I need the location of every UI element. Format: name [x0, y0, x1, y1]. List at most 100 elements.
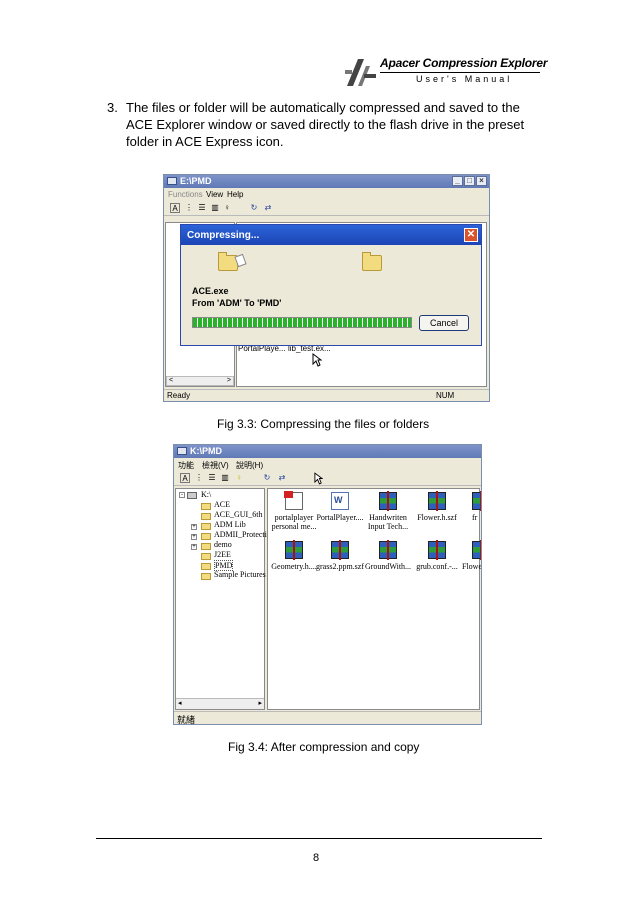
tree-item[interactable]: ADMII_Protecti	[214, 530, 267, 539]
sync-icon[interactable]: ⇄	[278, 473, 286, 482]
folder-icon	[201, 513, 211, 520]
details-view-icon[interactable]: ☰	[198, 203, 206, 212]
archive-icon[interactable]	[379, 491, 397, 511]
maximize-button[interactable]: □	[464, 176, 475, 186]
columns-view-icon[interactable]: ▥	[221, 473, 229, 482]
window-icon	[167, 177, 177, 185]
file-label: fr	[472, 513, 477, 522]
tree-item[interactable]: ADM Lib	[214, 520, 246, 529]
minimize-button[interactable]: _	[452, 176, 463, 186]
file-list-pane: portalplayer personal me... PortalPlayer…	[267, 488, 482, 710]
scroll-left-icon[interactable]: <	[169, 377, 174, 384]
tips-icon[interactable]: ♀	[236, 473, 242, 482]
large-icons-icon[interactable]: A	[170, 203, 180, 213]
archive-icon[interactable]	[285, 540, 303, 560]
dialog-from-to: From 'ADM' To 'PMD'	[192, 298, 282, 308]
brand-title: Apacer Compression Explorer	[380, 56, 548, 70]
menu-help[interactable]: Help	[227, 190, 244, 199]
tree-item[interactable]: ACE_GUI_6th	[214, 510, 263, 519]
list-view-icon[interactable]: ⋮	[185, 203, 193, 212]
file-label-line1: Handwriten	[369, 513, 407, 522]
window-title: K:\PMD	[190, 446, 222, 456]
archive-icon[interactable]	[428, 491, 446, 511]
progress-fill	[193, 318, 411, 327]
folder-icon	[201, 543, 211, 550]
scroll-right-icon[interactable]: >	[226, 377, 231, 384]
progress-bar	[192, 317, 412, 328]
brand-divider	[380, 72, 540, 73]
title-bar: E:\PMD _ □ ×	[164, 175, 489, 188]
menu-functions[interactable]: Functions	[168, 190, 203, 199]
refresh-icon[interactable]: ↻	[263, 473, 271, 482]
file-label: portalplayer personal me...	[269, 513, 319, 531]
cancel-button[interactable]: Cancel	[419, 315, 469, 331]
tips-icon[interactable]: ♀	[224, 203, 230, 212]
step-text: The files or folder will be automaticall…	[126, 100, 525, 149]
menu-functions[interactable]: 功能	[178, 461, 194, 470]
menu-view[interactable]: 檢視(V)	[202, 461, 229, 470]
compressing-dialog: Compressing... ✕ ACE.exe From 'ADM' To '…	[180, 224, 482, 346]
destination-folder-icon	[362, 252, 382, 271]
status-bar: Ready NUM	[164, 389, 489, 401]
dialog-title: Compressing...	[187, 230, 260, 241]
menu-view[interactable]: View	[206, 190, 224, 199]
folder-open-icon	[201, 563, 211, 570]
close-button[interactable]: ×	[476, 176, 487, 186]
toolbar: A ⋮ ☰ ▥ ♀ ↻ ⇄	[174, 471, 481, 486]
tree-item[interactable]: ACE	[214, 500, 230, 509]
file-item[interactable]: lib_test.ex...	[288, 344, 331, 353]
expand-toggle-icon[interactable]: +	[191, 544, 197, 550]
toolbar: A ⋮ ☰ ▥ ♀ ↻ ⇄	[164, 201, 489, 216]
window-title: E:\PMD	[180, 176, 212, 186]
dialog-close-button[interactable]: ✕	[464, 228, 478, 242]
folder-icon	[201, 523, 211, 530]
list-view-icon[interactable]: ⋮	[195, 473, 203, 482]
file-label: PortalPlayer....	[315, 513, 365, 522]
file-label: GroundWith...	[364, 562, 412, 571]
scroll-right-icon[interactable]: ▸	[258, 700, 262, 707]
ace-explorer-window-fig2: K:\PMD 功能 檢視(V) 說明(H) A ⋮ ☰ ▥ ♀ ↻ ⇄ - K:…	[173, 444, 482, 725]
file-label-line1: fr	[472, 513, 478, 522]
pdf-icon[interactable]	[284, 491, 303, 510]
horizontal-scrollbar[interactable]: < >	[166, 376, 234, 386]
word-doc-icon[interactable]	[331, 492, 349, 510]
tree-item-selected[interactable]: PMD	[214, 560, 234, 571]
archive-icon[interactable]	[472, 540, 481, 560]
archive-icon[interactable]	[472, 491, 481, 511]
details-view-icon[interactable]: ☰	[208, 473, 216, 482]
file-label-line1: portalplayer	[274, 513, 314, 522]
dialog-file-name: ACE.exe	[192, 286, 229, 296]
folder-icon	[201, 533, 211, 540]
file-label: grass2.ppm.szf	[316, 562, 364, 571]
page-number: 8	[313, 852, 320, 864]
expand-toggle-icon[interactable]: +	[191, 524, 197, 530]
archive-icon[interactable]	[379, 540, 397, 560]
tree-item[interactable]: J2EE	[214, 550, 231, 559]
columns-view-icon[interactable]: ▥	[211, 203, 219, 212]
menu-help[interactable]: 說明(H)	[236, 461, 264, 470]
sync-icon[interactable]: ⇄	[264, 203, 272, 212]
mouse-cursor-icon	[312, 353, 322, 367]
apacer-logo-icon	[345, 59, 376, 86]
expand-toggle-icon[interactable]: +	[191, 534, 197, 540]
drive-icon	[187, 492, 197, 499]
tree-item[interactable]: demo	[214, 540, 232, 549]
mouse-cursor-icon	[314, 472, 323, 485]
refresh-icon[interactable]: ↻	[250, 203, 258, 212]
horizontal-scrollbar[interactable]: ◂ ▸	[176, 698, 264, 709]
menu-bar: Functions View Help	[164, 189, 489, 200]
file-item[interactable]: PortalPlaye...	[238, 344, 286, 353]
tree-item[interactable]: K:\	[201, 490, 212, 499]
figure-caption-3-4: Fig 3.4: After compression and copy	[228, 740, 420, 754]
large-icons-icon[interactable]: A	[180, 473, 190, 483]
window-icon	[177, 447, 187, 455]
folder-tree-pane: - K:\ ACE ACE_GUI_6th + ADM Lib + ADMII_…	[175, 488, 267, 710]
tree-item[interactable]: Sample Pictures	[214, 570, 266, 579]
collapse-toggle-icon[interactable]: -	[179, 492, 185, 498]
status-bar: 就緒	[174, 711, 481, 724]
scroll-left-icon[interactable]: ◂	[178, 700, 182, 707]
archive-icon[interactable]	[331, 540, 349, 560]
file-label: Flowe	[462, 562, 482, 571]
folder-icon	[201, 573, 211, 580]
archive-icon[interactable]	[428, 540, 446, 560]
